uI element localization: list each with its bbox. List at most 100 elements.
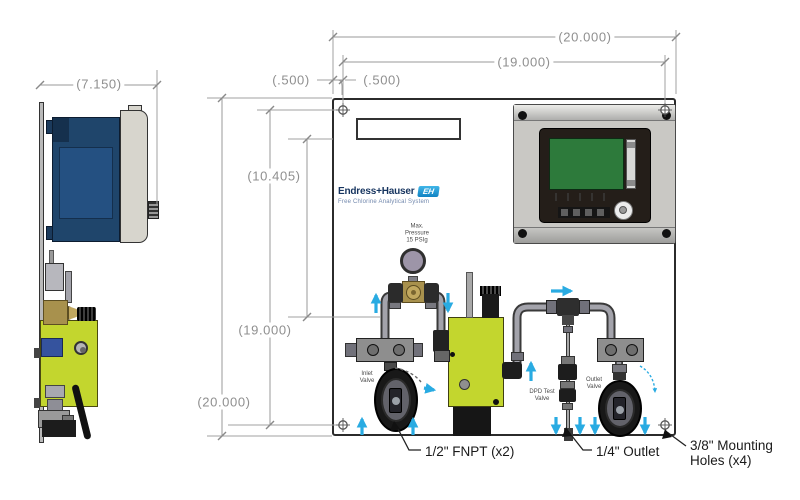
inlet-valve-dot [392, 397, 400, 405]
tee-nut [579, 300, 590, 314]
manufacturer-name: Endress+Hauser [338, 186, 415, 197]
dim-hole-offset-left: (.500) [269, 72, 313, 88]
flow-cell-screw [493, 399, 499, 405]
navigator-knob [614, 201, 633, 220]
dpd-valve-nut [560, 381, 575, 389]
gauge-elbow-left [388, 283, 403, 303]
tee-branch [562, 315, 574, 325]
leader-arrowhead [662, 429, 672, 439]
eh-logo-icon: EH [417, 186, 441, 197]
bracket-screw [605, 344, 617, 356]
gauge-nut [425, 302, 437, 309]
side-blue-fitting [41, 338, 63, 357]
tee-fitting [557, 298, 579, 316]
leader-arrowhead [562, 427, 572, 437]
outlet-valve-dot [616, 406, 624, 414]
navigator-knob-center [619, 206, 627, 214]
side-brass-fitting [43, 300, 68, 325]
elbow-fitting [502, 362, 522, 379]
softkey-button [573, 209, 580, 216]
callout-outlet-fitting: 1/4" Outlet [596, 444, 660, 459]
mounting-hole-icon [336, 103, 350, 117]
dpd-valve-lower [559, 389, 576, 402]
outlet-valve-nut [613, 372, 626, 380]
gauge-label: Max. Pressure 15 PSIg [405, 224, 429, 245]
inline-fitting [433, 330, 449, 352]
gauge-valve-bonnet [406, 285, 421, 300]
flow-cell-port [459, 379, 470, 390]
gauge-label-line3: 15 PSIg [406, 237, 428, 244]
dimension-lines [35, 32, 681, 441]
inlet-valve-label-line2: Valve [359, 378, 375, 384]
flow-arrow-right [423, 382, 437, 394]
display-tick-marks [555, 193, 605, 201]
display-screw [518, 111, 527, 120]
display-bezel [539, 128, 651, 223]
softkey-button [561, 209, 568, 216]
outlet-valve-label: Outlet Valve [586, 377, 602, 391]
dpd-valve-body [558, 364, 577, 380]
tee-branch-nut [563, 326, 573, 333]
callout-inlet-fitting: 1/2" FNPT (x2) [425, 444, 515, 459]
dim-side-width: (7.150) [73, 76, 125, 92]
callout-mounting-holes: 3/8" Mounting Holes (x4) [690, 438, 773, 468]
dim-overall-width: (20.000) [555, 29, 615, 45]
mounting-hole-icon [658, 103, 672, 117]
side-vent-pipe [65, 271, 72, 303]
side-controller-inner-panel [59, 147, 113, 219]
side-plate-tab [34, 348, 40, 358]
side-cylinder [45, 263, 64, 291]
display-screen [549, 138, 624, 190]
outlet-valve-label-line2: Valve [586, 384, 602, 390]
bracket-screw [393, 344, 405, 356]
brand-block: Endress+Hauser EH Free Chlorine Analytic… [338, 186, 441, 205]
dim-hole-offset-top: (.500) [360, 72, 404, 88]
outlet-valve-inner [605, 389, 635, 428]
gauge-label-line2: Pressure [404, 230, 430, 237]
outlet-valve-label-line1: Outlet [585, 377, 603, 384]
side-cover-bump [128, 105, 142, 111]
softkey-button [597, 209, 604, 216]
gauge-label-line1: Max. [410, 223, 424, 230]
mounting-hole-icon [336, 418, 350, 432]
dpd-fitting [562, 403, 573, 410]
inlet-valve-label-line1: Inlet [361, 371, 373, 378]
scrollbar-cap [627, 142, 635, 148]
elbow-nut [511, 352, 524, 361]
display-top-rail [514, 105, 675, 121]
side-front-cover [120, 110, 148, 243]
pipe-bracket-left [356, 338, 414, 362]
callout-mounting-line1: 3/8" Mounting [690, 438, 773, 453]
display-scrollbar [626, 139, 636, 189]
dpd-valve-label-line1: DPD Test [529, 389, 555, 396]
display-bottom-rail [514, 227, 675, 243]
side-connector [148, 201, 159, 219]
sensor-cap [482, 294, 499, 318]
side-cell-knob [77, 307, 96, 321]
inline-fitting-nut [434, 350, 450, 362]
dim-hole-span-width: (19.000) [494, 54, 554, 70]
inlet-valve-label: Inlet Valve [360, 371, 375, 385]
dim-hole-span-height: (19.000) [235, 322, 295, 338]
leader-arrowhead [390, 421, 400, 431]
side-cell-hex-dot [80, 347, 86, 353]
display-screw [518, 229, 527, 238]
side-controller-body [52, 117, 120, 242]
side-plate-tab [34, 398, 40, 408]
sensor-cap-ribs [480, 286, 501, 296]
tee-nut [546, 300, 557, 314]
valve-rotation-arc [639, 365, 658, 393]
product-name: Free Chlorine Analytical System [338, 199, 430, 205]
controller-display-unit [513, 104, 676, 244]
sensor-probe [466, 272, 473, 318]
flow-arrows [356, 285, 658, 436]
display-screw [662, 229, 671, 238]
scrollbar-cap [627, 180, 635, 186]
gauge-elbow-right [424, 283, 439, 303]
flow-cell-body [448, 317, 504, 407]
side-cell-hex-nut [74, 341, 88, 355]
dim-overall-height: (20.000) [194, 394, 254, 410]
gauge-valve-dot [411, 290, 416, 295]
